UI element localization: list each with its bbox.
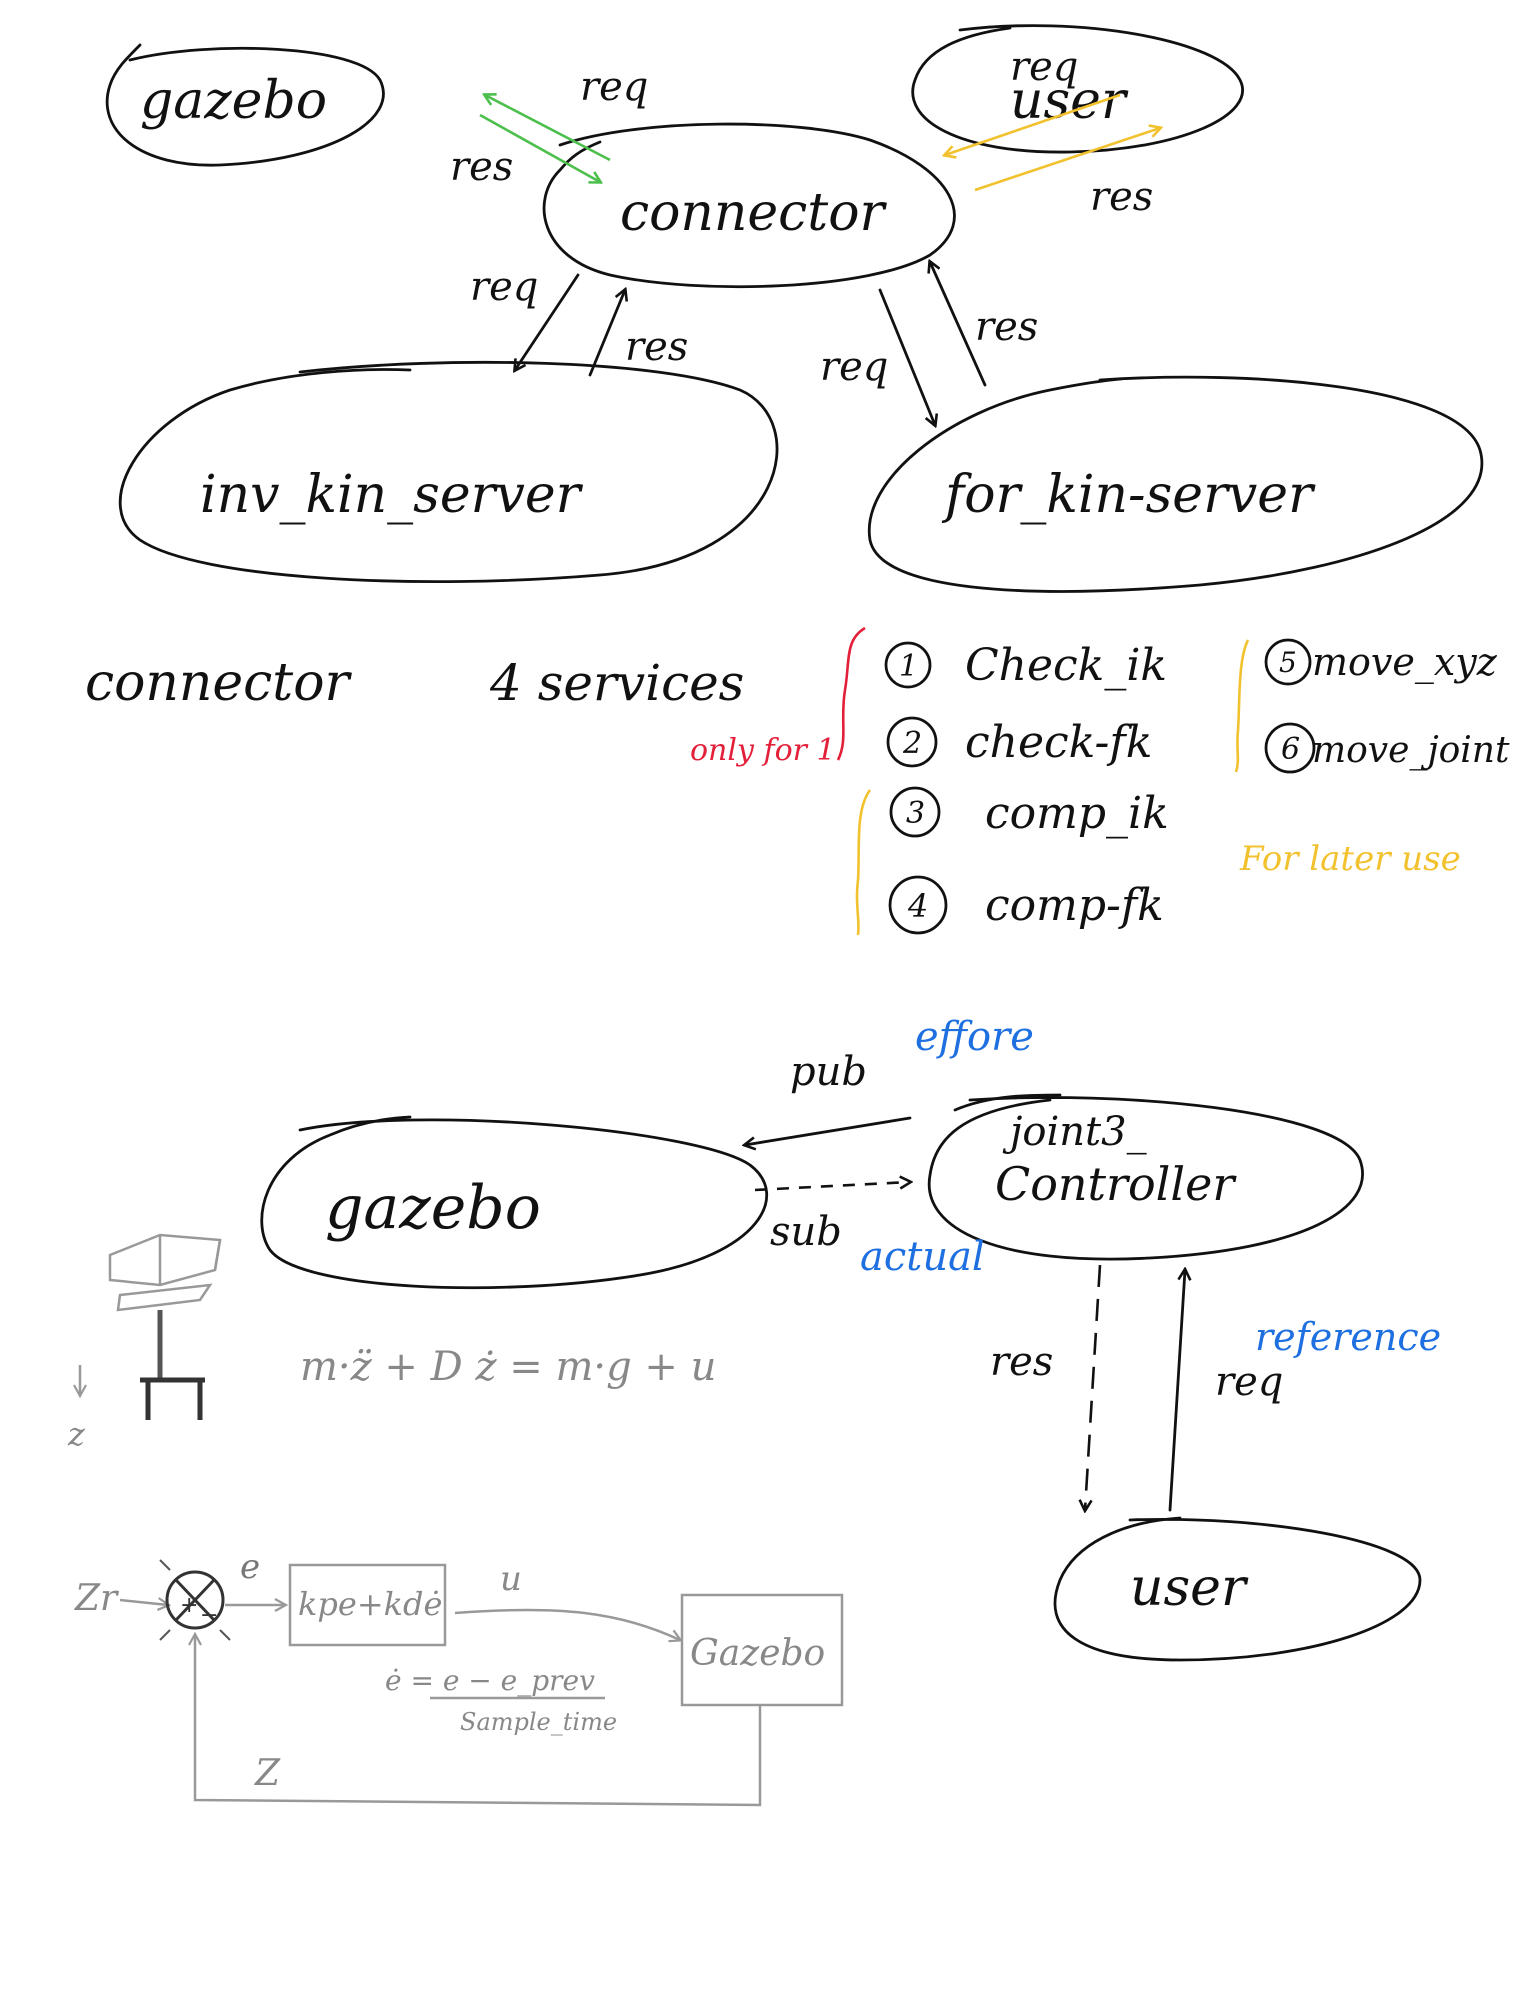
edge-inv-res-label: res xyxy=(625,324,688,370)
edge-user-res-arrow xyxy=(974,128,1160,192)
service-item-4: 4 comp-fk xyxy=(888,875,1164,935)
edge-res-arrow xyxy=(1085,1264,1102,1510)
pencil-sketch: z m·z̈ + D ż = m·g + u Zr + − e kpe+kdė … xyxy=(67,1233,844,1807)
node-gazebo-bottom: gazebo xyxy=(260,1115,768,1290)
edge-gazebo-req-label: req xyxy=(580,64,648,110)
node-connector: connector xyxy=(542,122,956,289)
edge-inv-req-label: req xyxy=(470,264,538,310)
plus-sign: + xyxy=(180,1593,198,1618)
node-gazebo-top-label: gazebo xyxy=(140,71,327,131)
edge-actual-label: actual xyxy=(860,1234,985,1280)
edge-sub-arrow xyxy=(754,1182,910,1192)
service-item-2: 2 check-fk xyxy=(886,716,1152,768)
edge-for-res-arrow xyxy=(930,262,987,387)
service-number: 6 xyxy=(1281,732,1300,767)
red-bracket xyxy=(836,626,866,761)
summing-junction: + − xyxy=(159,1559,231,1641)
service-name: move_xyz xyxy=(1312,640,1498,685)
edge-res-label: res xyxy=(990,1339,1053,1385)
edge-gazebo-res-label: res xyxy=(450,144,513,190)
service-number: 2 xyxy=(902,726,922,761)
edge-inv-req-arrow xyxy=(515,273,580,370)
node-gazebo-top: gazebo xyxy=(105,43,385,167)
edge-sub-label: sub xyxy=(770,1209,842,1255)
service-name: Check_ik xyxy=(965,640,1167,691)
later-note: For later use xyxy=(1239,839,1461,879)
service-item-1: 1 Check_ik xyxy=(884,640,1167,691)
controller-block xyxy=(288,1563,447,1647)
minus-sign: − xyxy=(200,1603,218,1628)
plant-block-label: Gazebo xyxy=(690,1633,825,1674)
feedback-z-label: Z xyxy=(254,1753,281,1794)
input-zr-label: Zr xyxy=(74,1578,119,1619)
signal-u-label: u xyxy=(500,1559,522,1599)
service-name: check-fk xyxy=(965,717,1152,768)
yellow-bracket-left xyxy=(855,789,872,936)
control-block-diagram: Zr + − e kpe+kdė u Gazebo ė = e − e_prev… xyxy=(74,1547,844,1807)
node-user-top: user xyxy=(911,24,1244,154)
service-item-3: 3 comp_ik xyxy=(889,786,1169,839)
node-inv-kin-label: inv_kin_server xyxy=(200,465,584,525)
node-for-kin-label: for_kin-server xyxy=(941,465,1316,525)
service-number: 4 xyxy=(907,887,928,925)
service-item-5: 5 move_xyz xyxy=(1264,638,1498,686)
node-gazebo-bottom-label: gazebo xyxy=(325,1173,541,1243)
robot-sketch: z xyxy=(67,1233,222,1453)
services-section: connector 4 services only for 1 For late… xyxy=(85,626,1510,936)
edge-user-req-arrow xyxy=(945,93,1121,155)
service-number-circle xyxy=(884,641,932,689)
node-user-bottom: user xyxy=(1053,1516,1422,1662)
node-inv-kin-server: inv_kin_server xyxy=(118,360,779,583)
edge-user-req-label: req xyxy=(1010,44,1078,90)
service-name: comp-fk xyxy=(985,880,1164,931)
edge-user-res-label: res xyxy=(1090,174,1153,220)
edge-effort-label: effore xyxy=(915,1014,1034,1060)
edge-inv-res-arrow xyxy=(588,290,625,377)
edge-req-label: req xyxy=(1215,1359,1283,1405)
services-title: connector xyxy=(85,653,353,713)
edge-pub-arrow xyxy=(745,1116,912,1145)
bottom-diagram: gazebo joint3_ Controller user pub effor… xyxy=(260,1014,1441,1662)
service-number-circle xyxy=(888,875,948,935)
service-number: 1 xyxy=(899,649,918,684)
z-axis-label: z xyxy=(67,1415,86,1453)
service-name: comp_ik xyxy=(985,788,1169,839)
yellow-bracket-right xyxy=(1234,639,1250,773)
node-joint3-controller: joint3_ Controller xyxy=(927,1093,1364,1261)
top-diagram: gazebo user connector inv_kin_server for… xyxy=(105,24,1484,593)
service-number: 3 xyxy=(906,796,925,831)
edge-pub-label: pub xyxy=(790,1049,867,1095)
edge-req-arrow xyxy=(1168,1270,1185,1512)
edge-reference-label: reference xyxy=(1255,1315,1441,1359)
service-number: 5 xyxy=(1279,646,1297,679)
service-number-circle xyxy=(1264,638,1312,686)
error-e-label: e xyxy=(240,1547,260,1587)
node-for-kin-server: for_kin-server xyxy=(867,375,1484,593)
edge-for-res-label: res xyxy=(975,304,1038,350)
controller-block-label: kpe+kdė xyxy=(298,1585,442,1623)
node-controller-label-1: joint3_ xyxy=(1002,1109,1147,1155)
node-controller-label-2: Controller xyxy=(995,1157,1237,1211)
service-number-circle xyxy=(889,786,941,838)
dynamics-equation: m·z̈ + D ż = m·g + u xyxy=(300,1344,716,1390)
service-number-circle xyxy=(1264,722,1316,774)
derivative-numerator: ė = e − e_prev xyxy=(385,1664,595,1697)
plant-block xyxy=(680,1593,844,1707)
only-note: only for 1 xyxy=(690,733,836,768)
node-user-bottom-label: user xyxy=(1130,1558,1249,1618)
derivative-denominator: Sample_time xyxy=(460,1708,617,1736)
service-item-6: 6 move_joint xyxy=(1264,722,1510,774)
services-count: 4 services xyxy=(489,654,744,712)
edge-for-req-arrow xyxy=(878,288,935,425)
service-name: move_joint xyxy=(1312,730,1510,771)
edge-gazebo-req-arrow xyxy=(485,95,611,162)
edge-for-req-label: req xyxy=(820,344,888,390)
node-user-top-label: user xyxy=(1010,71,1129,131)
node-connector-label: connector xyxy=(620,183,888,243)
edge-gazebo-res-arrow xyxy=(479,113,600,182)
service-number-circle xyxy=(886,716,938,768)
